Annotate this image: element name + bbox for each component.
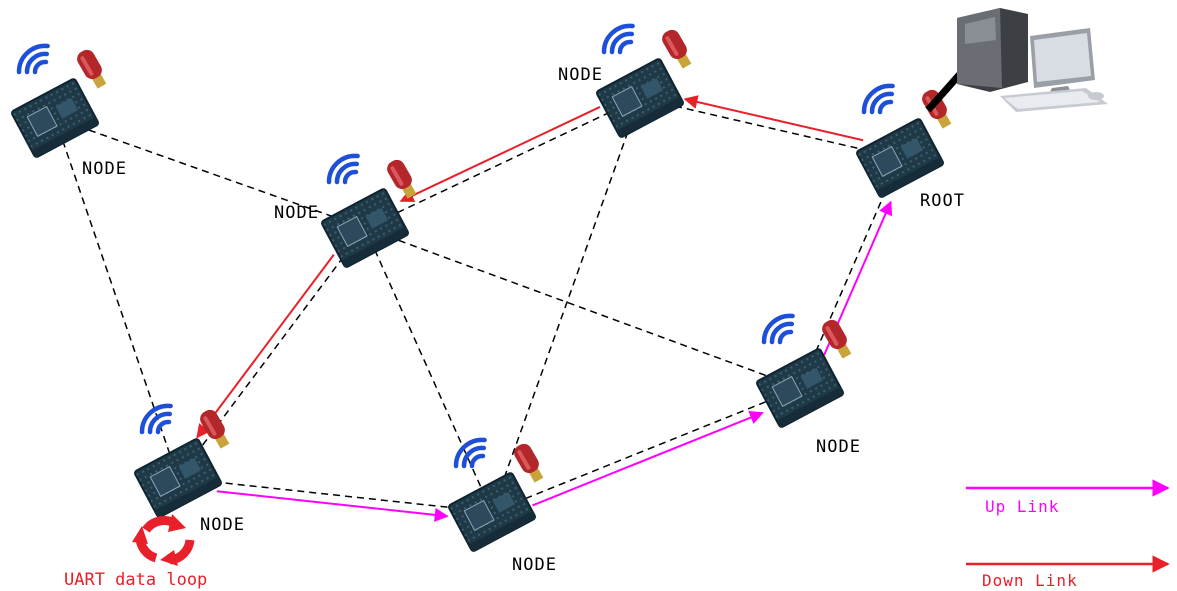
- mesh-link-n1-n2: [54, 117, 366, 229]
- radio-module-n1: NODE: [11, 43, 127, 179]
- node-label-root: ROOT: [920, 191, 965, 211]
- mesh-link-n2-n3: [364, 97, 641, 229]
- legend-up-link-label: Up Link: [985, 497, 1059, 516]
- radio-module-board-icon: [321, 188, 409, 268]
- mesh-link-n3-root: [639, 97, 901, 159]
- node-label-n1: NODE: [82, 159, 127, 179]
- antenna-icon: [200, 409, 230, 449]
- desktop-computer-icon: [925, 8, 1108, 113]
- down-link-root-n3: [683, 95, 864, 142]
- radio-module-n2: NODE: [274, 153, 417, 268]
- up-link-n7-n5: [532, 410, 764, 507]
- radio-module-n5: NODE: [756, 313, 861, 457]
- antenna-icon: [77, 49, 107, 89]
- wifi-signal-icon: [16, 43, 50, 75]
- legend: Up Link Down Link: [966, 479, 1170, 590]
- mesh-link-n2-n6: [177, 227, 366, 479]
- wifi-signal-icon: [861, 83, 895, 115]
- uart-data-loop-label: UART data loop: [64, 570, 207, 590]
- radio-module-board-icon: [11, 78, 99, 158]
- wifi-signal-icon: [761, 313, 795, 345]
- directed-links-layer: [196, 95, 893, 522]
- mesh-link-n2-n7: [364, 227, 493, 513]
- radio-module-board-icon: [448, 472, 536, 552]
- nodes-layer: NODE NODE NODE ROOT NODE NODE NODE: [11, 23, 965, 575]
- mesh-link-n7-n5: [491, 387, 801, 513]
- radio-module-board-icon: [756, 348, 844, 428]
- legend-down-link-label: Down Link: [982, 571, 1078, 590]
- node-label-n6: NODE: [200, 515, 245, 535]
- antenna-icon: [822, 319, 852, 359]
- mesh-link-n2-n5: [364, 227, 801, 389]
- antenna-icon: [514, 443, 544, 483]
- wifi-signal-icon: [453, 437, 487, 469]
- mesh-link-n3-n7: [491, 97, 641, 513]
- node-label-n3: NODE: [558, 65, 603, 85]
- radio-module-root: ROOT: [856, 83, 965, 211]
- mesh-link-n6-n7: [177, 477, 493, 513]
- recycle-loop-icon: [132, 514, 195, 566]
- radio-module-n6: NODE: [134, 403, 245, 535]
- wifi-signal-icon: [601, 23, 635, 55]
- antenna-icon: [922, 89, 952, 129]
- node-label-n5: NODE: [816, 437, 861, 457]
- node-label-n2: NODE: [274, 203, 319, 223]
- down-link-n3-n2: [399, 106, 601, 203]
- radio-module-board-icon: [596, 58, 684, 138]
- antenna-icon: [387, 159, 417, 199]
- wifi-signal-icon: [139, 403, 173, 435]
- antenna-icon: [662, 29, 692, 69]
- radio-module-n7: NODE: [448, 437, 557, 575]
- down-link-n2-n6: [196, 254, 335, 439]
- radio-module-board-icon: [134, 438, 222, 518]
- wifi-signal-icon: [326, 153, 360, 185]
- radio-module-n3: NODE: [558, 23, 692, 138]
- node-label-n7: NODE: [512, 555, 557, 575]
- up-link-n6-n7: [216, 490, 449, 522]
- radio-module-board-icon: [856, 118, 944, 198]
